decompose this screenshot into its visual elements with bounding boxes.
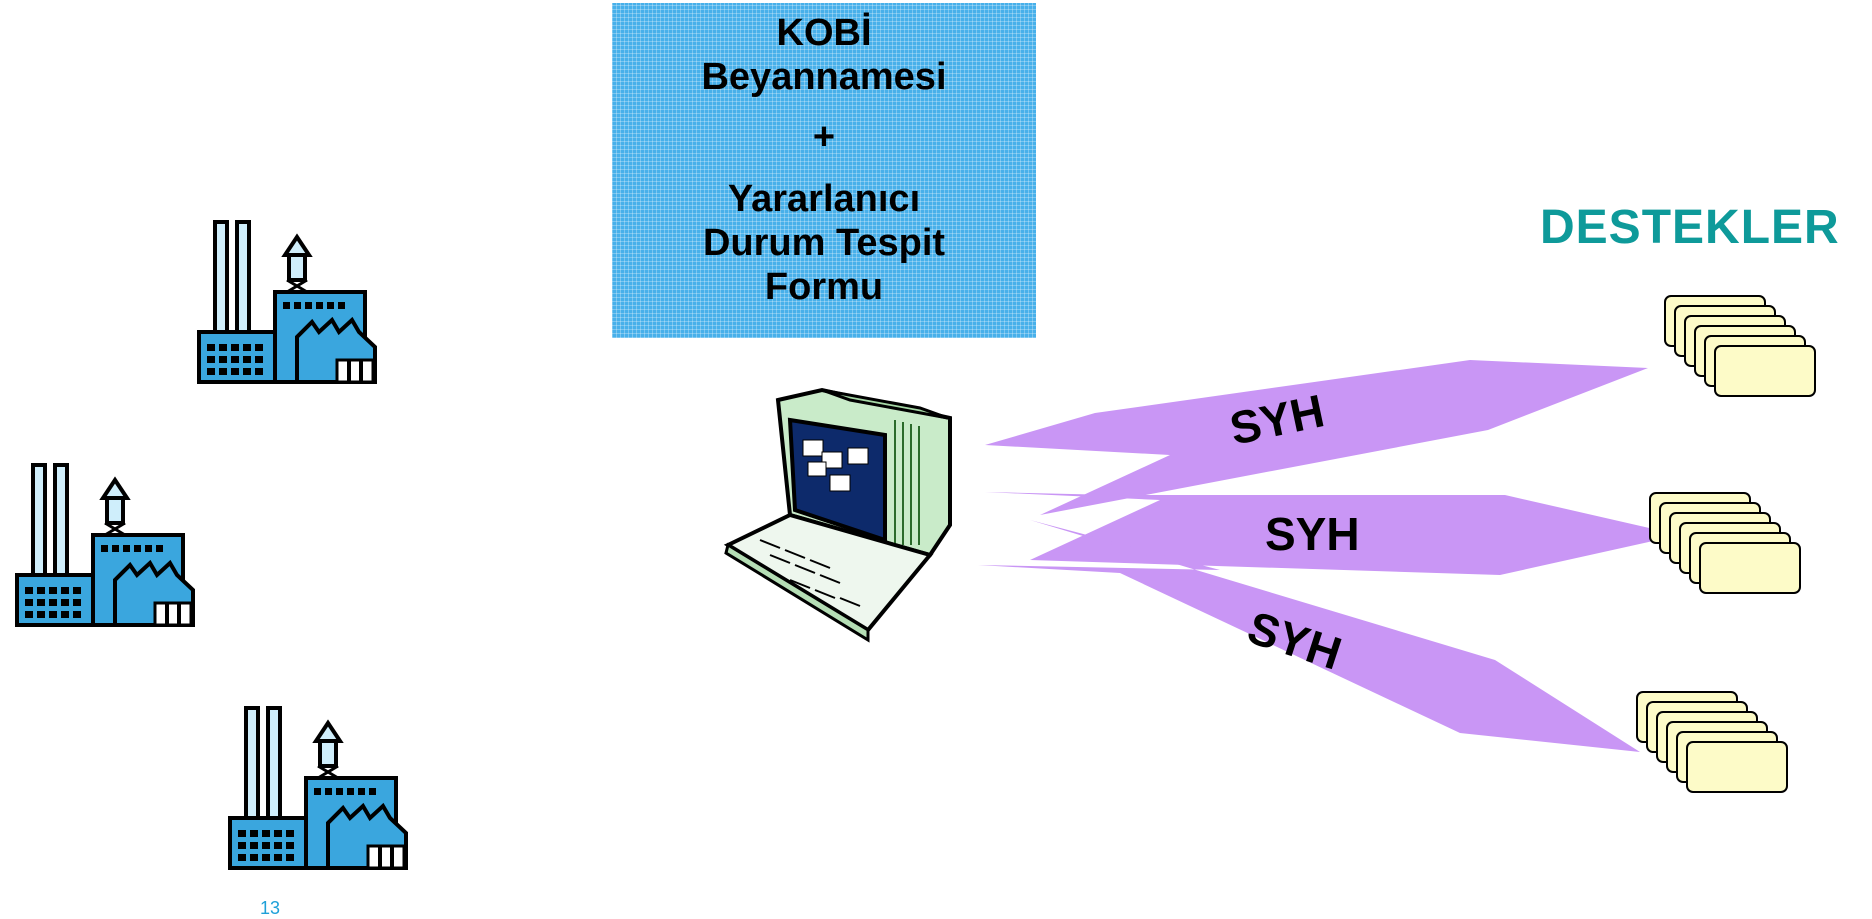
factory-icon-1: [197, 220, 377, 384]
box-line-formu: Formu: [764, 266, 884, 308]
page-number: 13: [260, 898, 281, 918]
box-line-kobi: KOBİ: [776, 12, 872, 54]
box-plus: +: [812, 116, 836, 158]
document-stack-icon-1: [1664, 295, 1816, 397]
factory-icon-3: [228, 706, 408, 870]
document-stack-icon-2: [1649, 492, 1801, 594]
computer-icon: [723, 387, 952, 643]
declaration-box: KOBİ Beyannamesi + Yararlanıcı Durum Tes…: [612, 3, 1036, 338]
arrow-top: [985, 360, 1648, 515]
factory-icon-2: [15, 463, 195, 627]
box-line-yararlanici: Yararlanıcı: [727, 178, 921, 220]
arrow-bottom: [978, 520, 1640, 752]
document-stack-icon-3: [1636, 691, 1788, 793]
destekler-heading: DESTEKLER: [1540, 201, 1840, 254]
syh-label-2: SYH: [1265, 508, 1360, 560]
syh-arrows: [978, 360, 1680, 752]
box-line-durum-tespit: Durum Tespit: [702, 222, 946, 264]
box-line-beyannamesi: Beyannamesi: [701, 56, 947, 98]
